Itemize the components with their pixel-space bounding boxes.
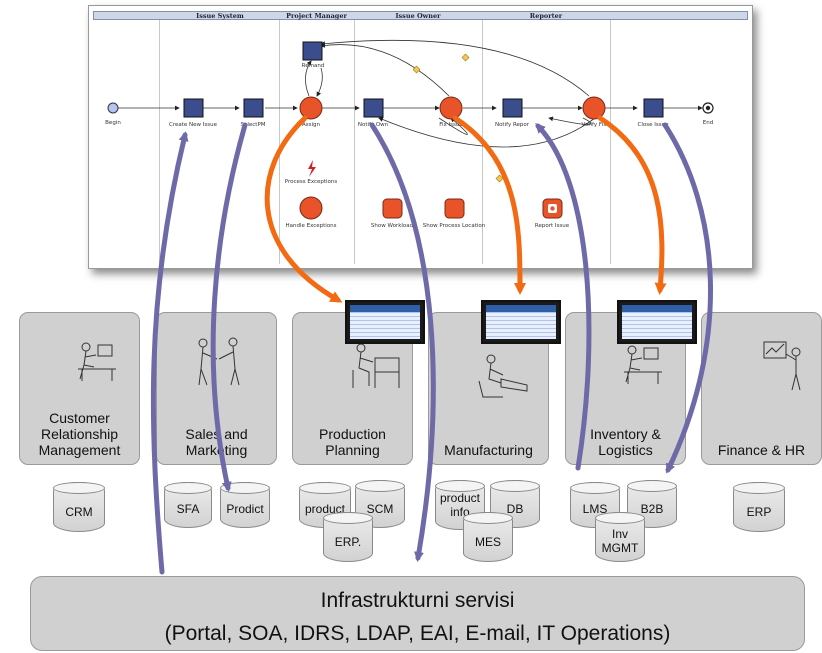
panel-label-inventory: Inventory & Logistics xyxy=(590,426,661,458)
screenshot-thumbnail xyxy=(481,300,561,344)
lane-issue-system: Issue System xyxy=(196,12,244,20)
lane-divider xyxy=(610,20,611,264)
workflow-graph xyxy=(107,39,714,220)
database-erp-dot: ERP. xyxy=(323,512,373,562)
node-label-create: Create New Issue xyxy=(169,122,217,128)
infrastructure-title: Infrastrukturni servisi xyxy=(320,589,515,612)
person-at-table-icon xyxy=(352,343,400,388)
node-label-verify: Verify Fix xyxy=(581,122,607,128)
purple-arrow-infra-to-create xyxy=(150,131,189,575)
person-at-computer-icon xyxy=(624,345,662,384)
infrastructure-services-bar: Infrastrukturni servisi (Portal, SOA, ID… xyxy=(30,576,805,651)
node-label-remand: Remand xyxy=(301,63,325,69)
database-crm: CRM xyxy=(53,482,105,532)
lane-divider xyxy=(279,20,280,264)
screenshot-thumbnail xyxy=(617,300,697,344)
workflow-diagram: Issue System Project Manager Issue Owner… xyxy=(88,5,753,269)
lane-project-manager: Project Manager xyxy=(286,12,347,20)
panel-label-production: Production Planning xyxy=(319,426,386,458)
node-label-end: End xyxy=(702,120,714,126)
node-label-select: SelectPM xyxy=(240,122,266,128)
assign-node xyxy=(299,96,323,120)
lane-divider xyxy=(159,20,160,264)
node-label-notify-reporter: Notify Repor xyxy=(494,122,530,128)
infrastructure-subtitle: (Portal, SOA, IDRS, LDAP, EAI, E-mail, I… xyxy=(164,622,671,645)
database-mes: MES xyxy=(463,512,513,562)
lane-issue-owner: Issue Owner xyxy=(395,12,441,20)
create-issue-node xyxy=(183,98,204,118)
panel-label-crm: Customer Relationship Management xyxy=(38,410,121,458)
node-label-report-issue: Report Issue xyxy=(534,223,570,229)
show-workload-node xyxy=(382,198,403,219)
show-process-location-node xyxy=(444,198,465,219)
person-at-desk-icon xyxy=(78,342,116,381)
node-label-show-process-location: Show Process Location xyxy=(422,223,486,229)
fix-issue-node xyxy=(439,96,463,120)
lane-reporter: Reporter xyxy=(529,12,563,20)
lane-divider xyxy=(354,20,355,264)
handshake-icon xyxy=(198,337,240,386)
database-sfa: SFA xyxy=(164,482,212,528)
bolt-icon xyxy=(308,160,316,177)
node-label-show-workload: Show Workload xyxy=(370,223,414,229)
database-inv-mgmt: Inv MGMT xyxy=(595,512,645,562)
node-label-begin: Begin xyxy=(105,120,121,126)
screenshot-thumbnail xyxy=(345,300,425,344)
swimlane-header xyxy=(93,11,748,20)
node-label-assign: Assign xyxy=(302,122,320,128)
orange-arrow-verify-to-inventory xyxy=(597,115,667,295)
purple-arrow-close-to-b2b xyxy=(662,122,713,474)
database-db: DB xyxy=(490,480,540,528)
purple-arrow-select-to-prodict xyxy=(210,122,248,492)
orange-arrow-fix-to-manufacturing xyxy=(452,115,526,295)
panel-label-finance: Finance & HR xyxy=(717,442,806,458)
panel-crm: Customer Relationship Management xyxy=(19,312,140,465)
verify-fix-node xyxy=(582,96,606,120)
panel-label-sales: Sales and Marketing xyxy=(185,426,248,458)
node-label-close: Close Issue xyxy=(637,122,669,128)
notify-reporter-node xyxy=(502,98,523,118)
orange-arrow-assign-to-production xyxy=(264,115,343,303)
node-label-fix: Fix Issue xyxy=(439,122,463,128)
presenter-icon xyxy=(763,341,801,391)
node-label-process-exceptions: Process Exceptions xyxy=(284,179,338,185)
close-issue-node xyxy=(643,98,664,118)
purple-arrow-lms-to-notify xyxy=(535,123,592,471)
select-pm-node xyxy=(243,98,264,118)
database-erp: ERP xyxy=(733,482,785,532)
node-label-handle-exceptions: Handle Exceptions xyxy=(285,223,337,229)
purple-arrow-notify-to-infra xyxy=(369,122,436,562)
handle-exceptions-node xyxy=(299,196,323,220)
engineer-icon xyxy=(478,354,528,398)
remand-node xyxy=(302,41,323,61)
notify-owner-node xyxy=(363,98,384,118)
panel-finance-hr: Finance & HR xyxy=(701,312,822,465)
begin-node xyxy=(107,102,119,114)
panel-label-manufacturing: Manufacturing xyxy=(444,442,533,458)
